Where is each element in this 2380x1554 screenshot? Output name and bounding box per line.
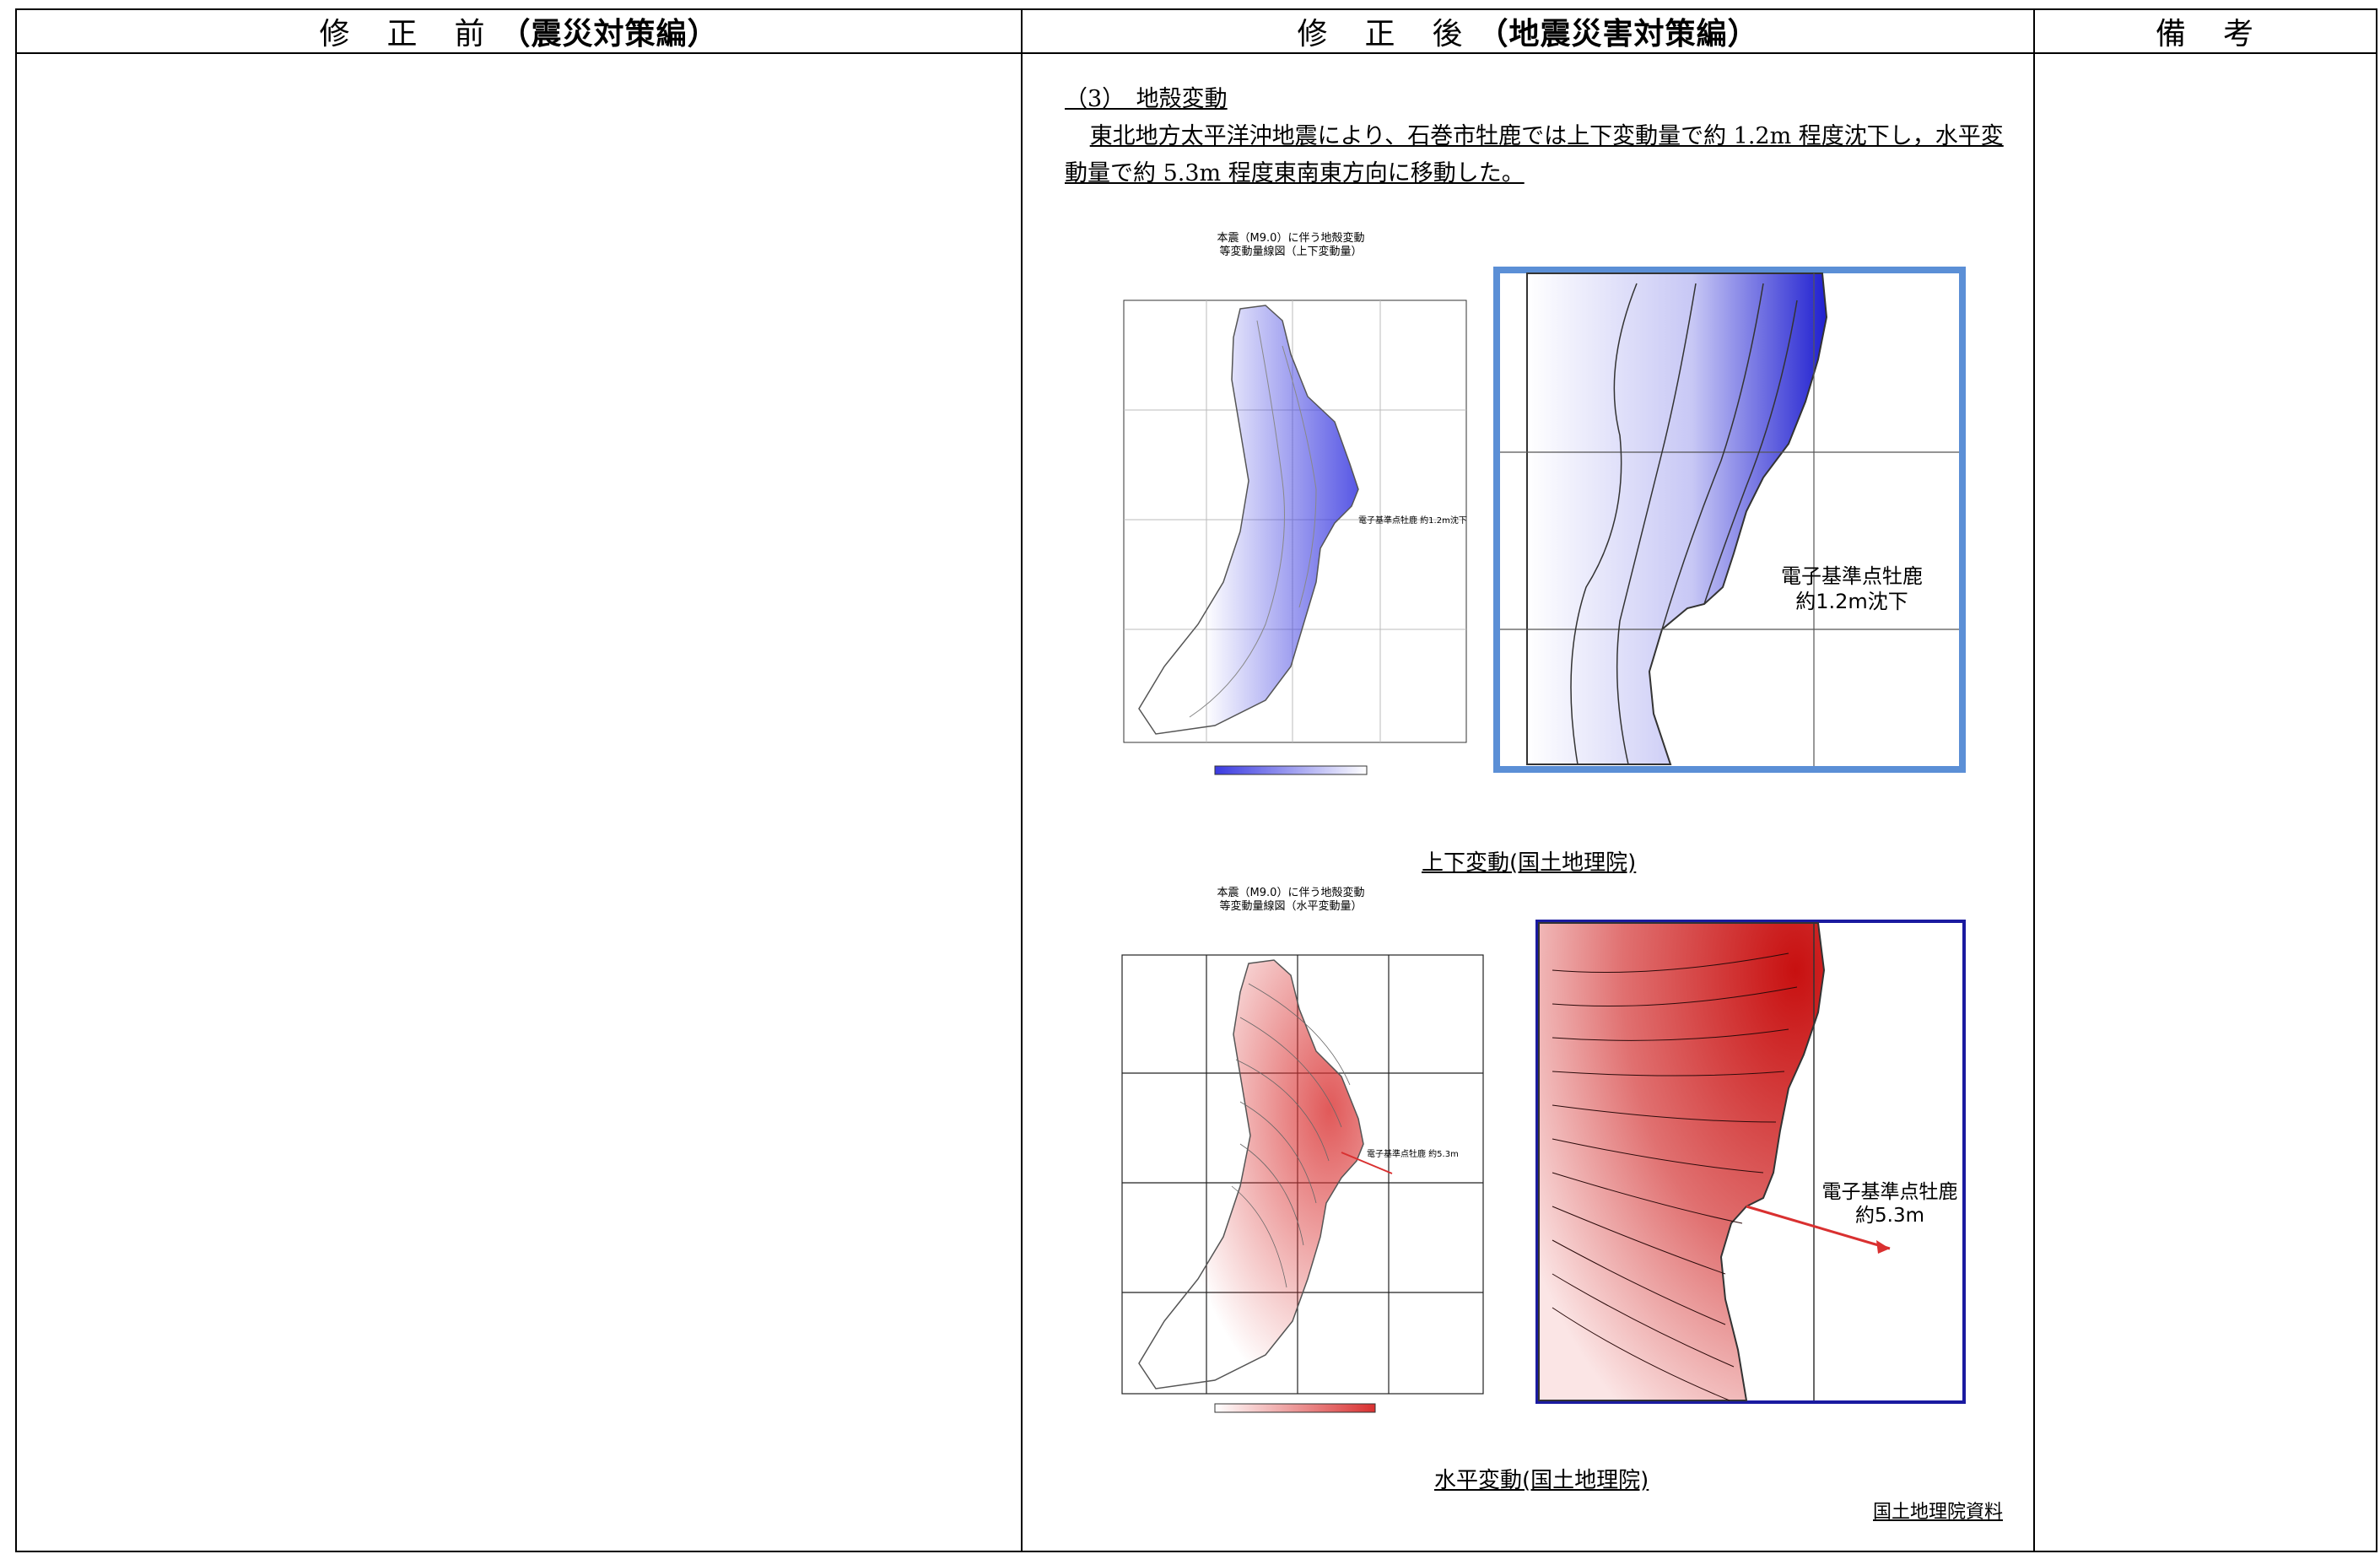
horizontal-zoom-map: 電子基準点牡鹿 約5.3m: [1535, 920, 1966, 1404]
vertical-zoom-map: 電子基準点牡鹿 約1.2m沈下: [1493, 267, 1966, 773]
horizontal-caption: 水平変動(国土地理院): [1434, 1468, 1649, 1493]
section-body: 東北地方太平洋沖地震により、石巻市牡鹿では上下変動量で約 1.2m 程度沈下し，…: [1065, 123, 2004, 186]
vertical-small-title: 本震（M9.0）に伴う地殻変動: [1217, 231, 1365, 245]
header-after: 修 正 後 （地震災害対策編）: [1023, 10, 2033, 52]
source-note: 国土地理院資料: [1873, 1502, 2004, 1523]
vertical-zoom-label-2: 約1.2m沈下: [1795, 590, 1908, 613]
section-crustal-movement: （3） 地殻変動 東北地方太平洋沖地震により、石巻市牡鹿では上下変動量で約 1.…: [1065, 81, 2018, 192]
header-before: 修 正 前 （震災対策編）: [17, 10, 1021, 52]
horizontal-overview-map: 本震（M9.0）に伴う地殻変動 等変動量線図（水平変動量） 電子基準点牡鹿 約5…: [1121, 886, 1484, 1413]
vertical-zoom-label-1: 電子基準点牡鹿: [1781, 564, 1923, 588]
horizontal-small-title: 本震（M9.0）に伴う地殻変動: [1217, 886, 1365, 899]
column-divider-2: [2033, 10, 2035, 1551]
horizontal-small-subtitle: 等変動量線図（水平変動量）: [1219, 899, 1362, 913]
section-heading: （3） 地殻変動: [1065, 86, 1228, 112]
header-before-bold: （震災対策編）: [499, 17, 719, 51]
header-before-prefix: 修 正 前: [319, 17, 488, 51]
horizontal-zoom-label-1: 電子基準点牡鹿: [1822, 1181, 1958, 1203]
header-divider: [17, 52, 2376, 54]
comparison-table: 修 正 前 （震災対策編） 修 正 後 （地震災害対策編） 備 考: [15, 8, 2377, 1552]
vertical-caption: 上下変動(国土地理院): [1422, 850, 1637, 876]
column-divider-1: [1021, 10, 1023, 1551]
vertical-small-subtitle: 等変動量線図（上下変動量）: [1219, 245, 1362, 258]
horizontal-small-label: 電子基準点牡鹿 約5.3m: [1367, 1148, 1459, 1159]
header-notes-label: 備 考: [2155, 17, 2257, 51]
vertical-small-label: 電子基準点牡鹿 約1.2m沈下: [1358, 515, 1467, 526]
header-after-prefix: 修 正 後: [1297, 17, 1466, 51]
vertical-overview-map: 本震（M9.0）に伴う地殻変動 等変動量線図（上下変動量） 電子基準点牡鹿 約1…: [1123, 231, 1467, 775]
header-after-bold: （地震災害対策編）: [1477, 17, 1759, 51]
horizontal-zoom-label-2: 約5.3m: [1855, 1205, 1924, 1227]
header-notes: 備 考: [2035, 10, 2377, 52]
